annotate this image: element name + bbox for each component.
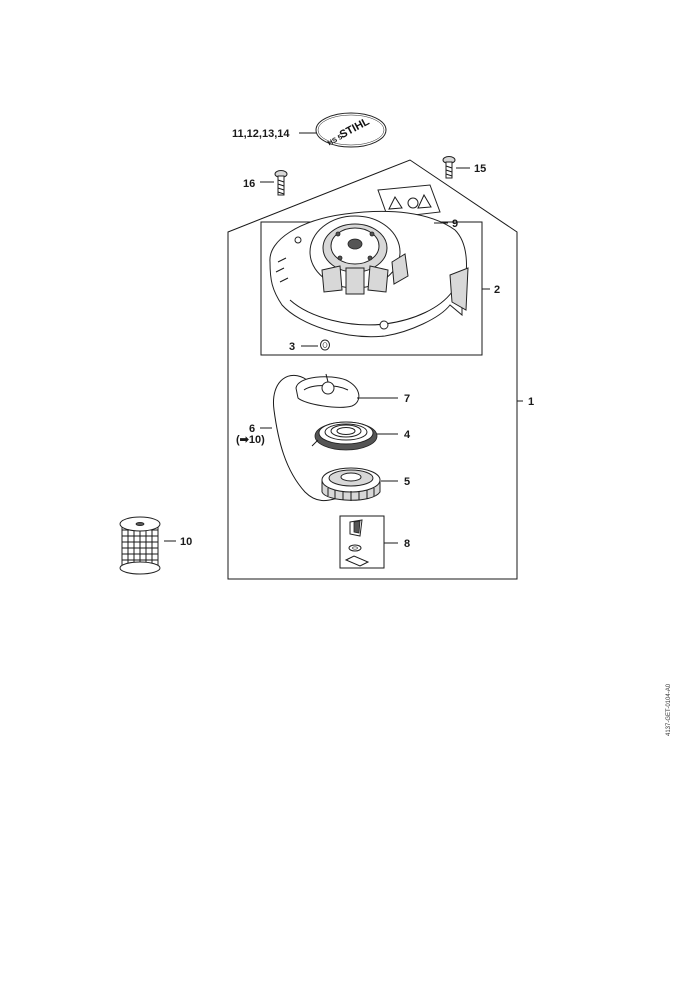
drawing-reference: 4137-GET-0104-A0 bbox=[666, 683, 672, 736]
callout-16: 16 bbox=[243, 178, 255, 190]
screw-16-icon bbox=[274, 170, 288, 196]
callout-9: 9 bbox=[452, 218, 458, 230]
callout-6: 6 bbox=[249, 423, 255, 435]
callout-15: 15 bbox=[474, 163, 486, 175]
assembly-outline bbox=[227, 159, 518, 580]
callout-8: 8 bbox=[404, 538, 410, 550]
rewind-spring-icon bbox=[311, 421, 378, 451]
leader-lines bbox=[164, 132, 523, 544]
repair-kit-icon bbox=[339, 515, 385, 569]
rope-rotor-icon bbox=[321, 467, 381, 501]
callout-2: 2 bbox=[494, 284, 500, 296]
callout-3: 3 bbox=[289, 341, 295, 353]
rope-spool-icon bbox=[119, 516, 161, 575]
callout-6-ref: (➡10) bbox=[236, 434, 265, 446]
callout-1: 1 bbox=[528, 396, 534, 408]
ring-3-icon bbox=[320, 339, 330, 351]
warning-label-icon bbox=[377, 184, 441, 219]
logo-decal: STIHL HS 5 bbox=[315, 112, 387, 148]
callout-4: 4 bbox=[404, 429, 411, 441]
callout-11-14: 11,12,13,14 bbox=[232, 128, 290, 140]
fan-housing-icon bbox=[269, 210, 469, 338]
callout-10: 10 bbox=[180, 536, 192, 548]
starter-grip-icon bbox=[295, 373, 360, 408]
callout-7: 7 bbox=[404, 393, 410, 405]
screw-15-icon bbox=[442, 156, 456, 179]
callout-5: 5 bbox=[404, 476, 410, 488]
rope-6-icon bbox=[273, 374, 339, 502]
